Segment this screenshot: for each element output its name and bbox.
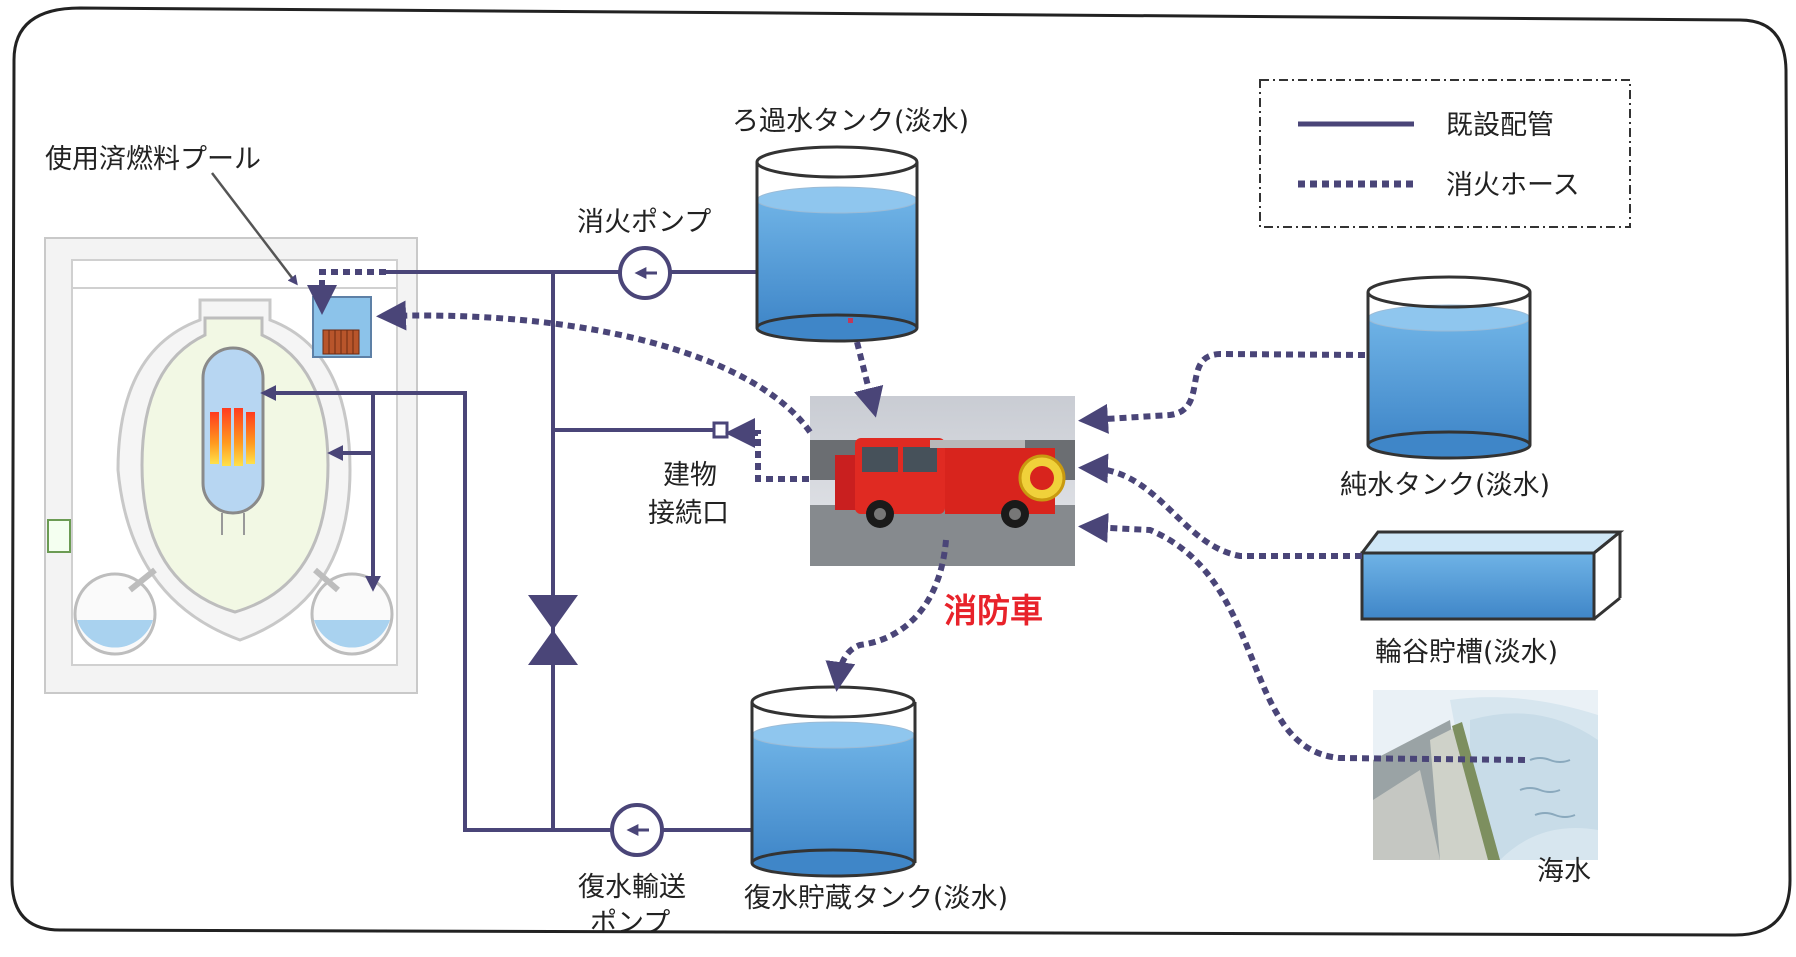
reactor-vessel: [201, 346, 265, 515]
spent-fuel-pool-pointer: [211, 172, 298, 286]
filtered-water-tank-label: ろ過水タンク(淡水): [732, 106, 969, 137]
spent-fuel-pool-label: 使用済燃料プール: [45, 144, 261, 175]
legend-fire-hose-label: 消火ホース: [1446, 170, 1580, 201]
reactor-building: [44, 237, 418, 694]
legend: 既設配管 消火ホース: [1259, 79, 1631, 228]
pure-water-tank: [1366, 275, 1532, 460]
legend-existing-piping-label: 既設配管: [1446, 110, 1554, 141]
seawater-scene: [1373, 690, 1598, 860]
fire-hoses: [307, 269, 1526, 763]
building-connection-port: [712, 421, 729, 439]
fire-truck-label: 消防車: [944, 591, 1043, 630]
condensate-storage-tank-label: 復水貯蔵タンク(淡水): [744, 883, 1008, 914]
pure-water-tank-label: 純水タンク(淡水): [1340, 470, 1550, 501]
ring-trough-label: 輪谷貯槽(淡水): [1375, 637, 1558, 668]
fire-truck-photo: [810, 396, 1075, 566]
outer-frame: [10, 6, 1792, 937]
fire-pump: [618, 246, 672, 300]
ring-trough-tank: [1358, 530, 1625, 621]
fire-pump-label: 消火ポンプ: [577, 207, 711, 238]
filtered-water-tank: [755, 145, 919, 343]
seawater-label: 海水: [1537, 856, 1591, 887]
building-connection-label-line2: 接続口: [648, 498, 729, 529]
condensate-pump-label-line1: 復水輸送: [578, 872, 686, 903]
building-connection-label-line1: 建物: [663, 460, 717, 491]
valve: [528, 595, 578, 665]
condensate-storage-tank: [750, 685, 917, 878]
condensate-transfer-pump: [610, 803, 664, 857]
condensate-pump-label-line2: ポンプ: [590, 908, 670, 939]
